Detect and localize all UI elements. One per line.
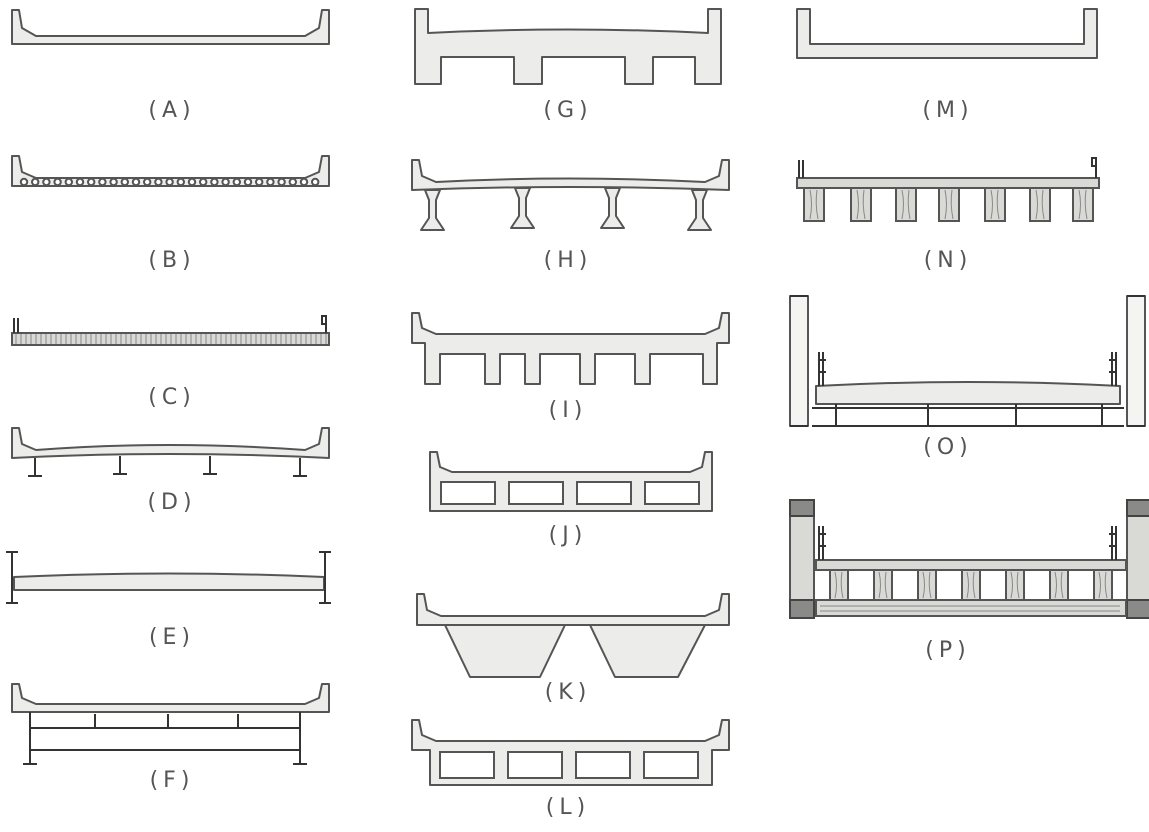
section-k-twin-box	[416, 593, 730, 678]
void-circle	[154, 177, 163, 187]
section-b-voided-slab	[11, 155, 330, 187]
section-j-box-cells	[429, 451, 713, 512]
timber-stringer	[1029, 187, 1051, 222]
void-circle	[311, 177, 320, 187]
label-p: (P)	[925, 638, 971, 663]
timber-stringer	[850, 187, 872, 222]
void-circle	[255, 177, 264, 187]
timber-beam	[873, 569, 893, 601]
void-circle	[221, 177, 230, 187]
void-circle	[120, 177, 130, 187]
wood-grain	[966, 571, 976, 599]
wood-grain	[1054, 571, 1064, 599]
void-circle	[199, 177, 208, 187]
void-circle	[19, 177, 29, 187]
label-m: (M)	[922, 98, 974, 123]
void-circle	[143, 177, 152, 187]
label-h: (H)	[543, 248, 593, 273]
section-m-channel-slab	[796, 8, 1098, 59]
timber-stringer	[938, 187, 960, 222]
section-d-slab-on-girders	[11, 427, 330, 477]
void-circle	[299, 177, 309, 187]
label-a: (A)	[148, 98, 196, 123]
wood-grain	[944, 189, 954, 220]
void-circle	[75, 177, 85, 187]
void-circle	[87, 177, 96, 187]
void-circle	[53, 177, 62, 187]
timber-stringer	[1072, 187, 1094, 222]
section-g-tee-beam	[414, 8, 722, 85]
timber-stringer	[984, 187, 1006, 222]
wood-grain	[856, 189, 866, 220]
timber-beam	[1005, 569, 1025, 601]
void-circle	[210, 177, 219, 187]
label-c: (C)	[148, 385, 196, 410]
void-circle	[243, 177, 253, 187]
void-circle	[165, 177, 174, 187]
void-circle	[232, 177, 242, 187]
timber-beam	[829, 569, 849, 601]
void-circle	[31, 177, 40, 187]
label-g: (G)	[543, 98, 593, 123]
label-e: (E)	[148, 625, 196, 650]
label-b: (B)	[148, 248, 196, 273]
void-circle	[98, 177, 107, 187]
timber-beam	[1093, 569, 1113, 601]
wood-grain	[878, 571, 888, 599]
timber-stringer	[803, 187, 825, 222]
wood-grain	[1078, 189, 1088, 220]
timber-beam	[917, 569, 937, 601]
void-circle	[64, 177, 74, 187]
section-e-through-girder	[6, 551, 331, 604]
label-f: (F)	[149, 768, 195, 793]
wood-grain	[901, 189, 911, 220]
wood-grain	[1035, 189, 1045, 220]
void-circle	[266, 177, 275, 187]
void-circle	[187, 177, 197, 187]
wood-grain	[809, 189, 819, 220]
timber-beam	[1049, 569, 1069, 601]
wood-grain	[1098, 571, 1108, 599]
timber-stringer	[895, 187, 917, 222]
void-circle	[277, 177, 286, 187]
section-c-laminated-deck	[11, 315, 330, 346]
void-circle	[176, 177, 186, 187]
void-circle	[131, 177, 141, 187]
label-l: (L)	[545, 795, 591, 820]
section-l-hollow-box	[411, 719, 730, 786]
label-j: (J)	[548, 523, 588, 548]
wood-grain	[990, 189, 1000, 220]
void-circle	[288, 177, 297, 187]
wood-grain	[922, 571, 932, 599]
section-p-timber-truss	[789, 499, 1149, 619]
section-i-channel-beams	[411, 312, 730, 385]
void-circle	[42, 177, 51, 187]
wood-grain	[834, 571, 844, 599]
label-i: (I)	[548, 398, 588, 423]
section-o-through-truss	[789, 295, 1146, 427]
label-d: (D)	[147, 490, 197, 515]
label-k: (K)	[544, 680, 592, 705]
section-n-timber-stringers	[796, 157, 1100, 222]
label-n: (N)	[923, 248, 973, 273]
label-o: (O)	[923, 435, 973, 460]
section-f-deck-truss	[11, 683, 330, 765]
section-h-i-girders	[411, 159, 730, 231]
wood-grain	[1010, 571, 1020, 599]
section-a-solid-slab	[11, 9, 330, 45]
timber-beam	[961, 569, 981, 601]
void-circle	[109, 177, 118, 187]
